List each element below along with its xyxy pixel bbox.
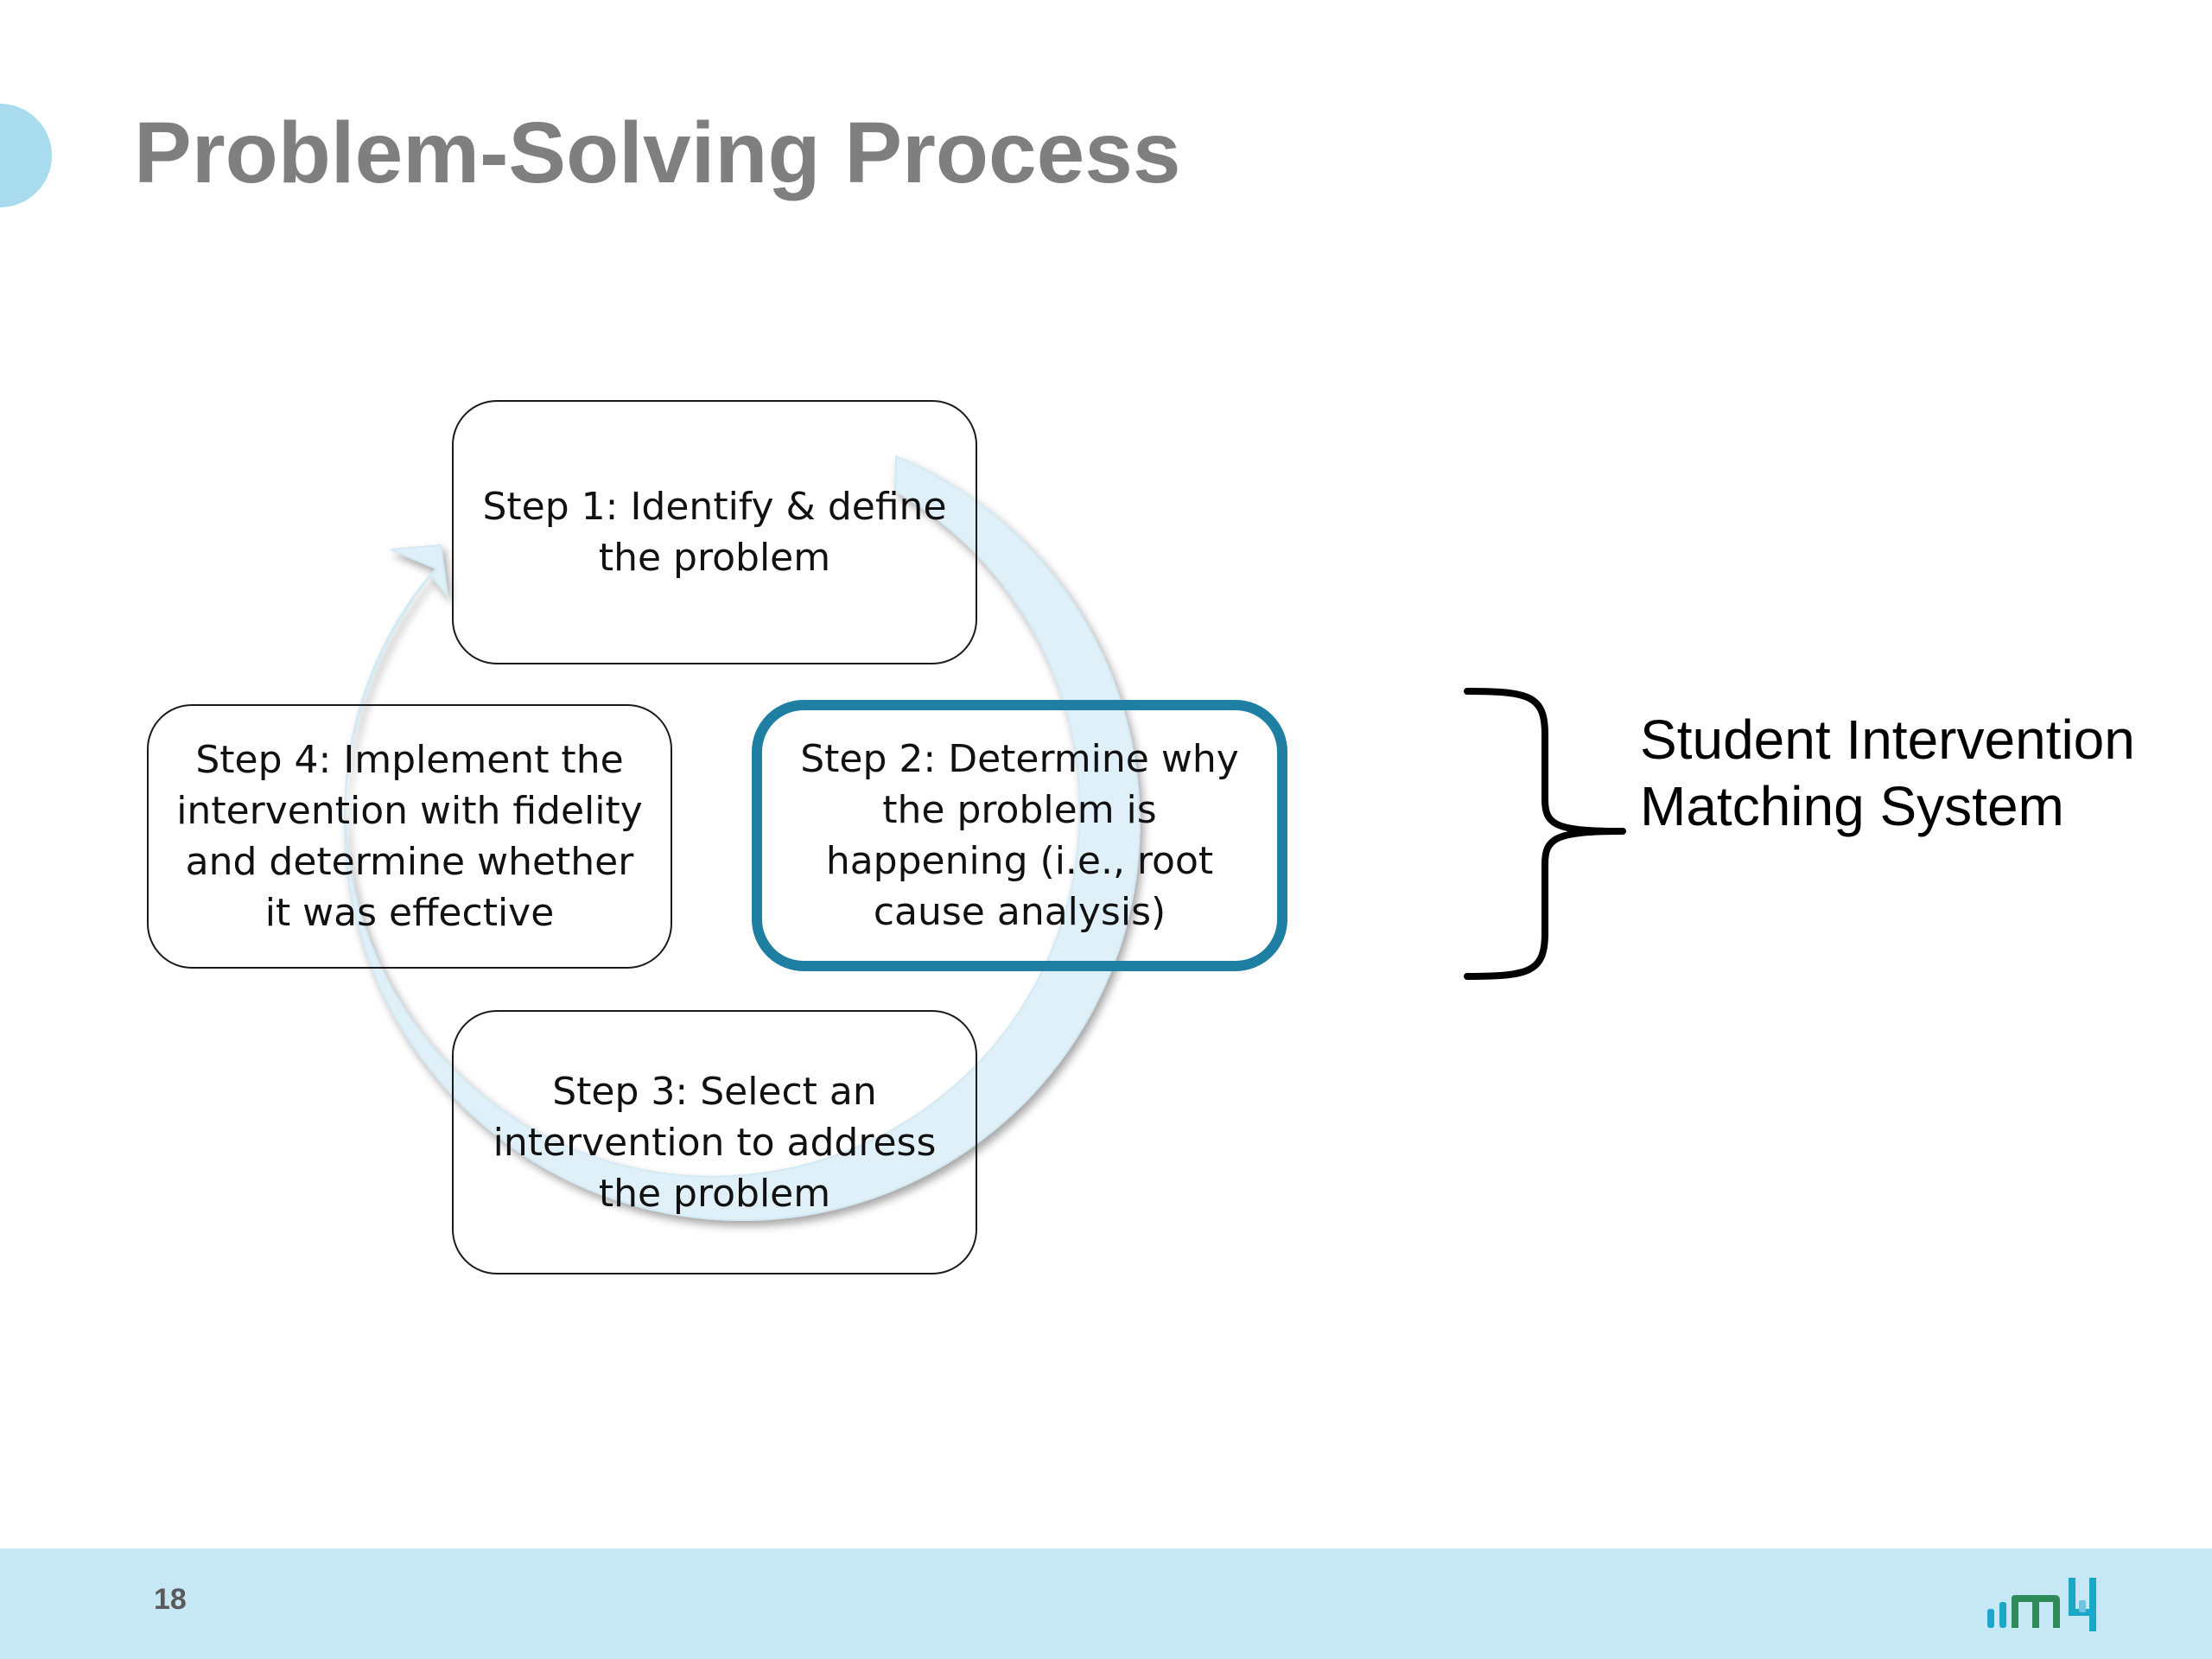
decorative-accent-circle bbox=[0, 104, 52, 207]
m4-logo-icon bbox=[1987, 1578, 2096, 1631]
step-1-label: Step 1: Identify & define the problem bbox=[482, 485, 947, 580]
footer-bar: 18 bbox=[0, 1548, 2212, 1659]
step-3-label: Step 3: Select an intervention to addres… bbox=[493, 1069, 937, 1216]
step-4-label: Step 4: Implement the intervention with … bbox=[176, 738, 643, 935]
page-number: 18 bbox=[154, 1583, 187, 1616]
bracket-label: Student Intervention Matching System bbox=[1640, 709, 2135, 837]
slide-title: Problem-Solving Process bbox=[134, 105, 1181, 201]
step-2-label: Step 2: Determine why the problem is hap… bbox=[800, 737, 1239, 934]
step-3-box: Step 3: Select an intervention to addres… bbox=[452, 1010, 977, 1274]
step-2-box-highlighted: Step 2: Determine why the problem is hap… bbox=[752, 700, 1287, 971]
step-4-box: Step 4: Implement the intervention with … bbox=[147, 704, 672, 969]
step-1-box: Step 1: Identify & define the problem bbox=[452, 400, 977, 664]
